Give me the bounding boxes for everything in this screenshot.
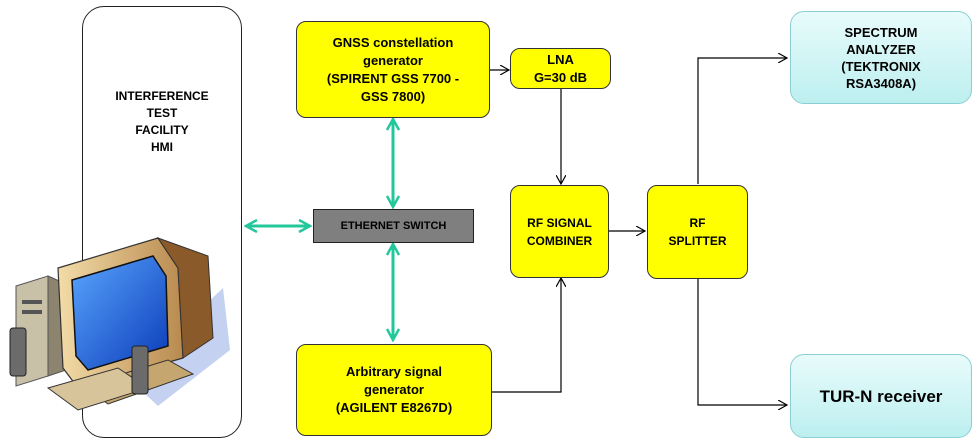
lna-label: LNA G=30 dB bbox=[534, 51, 587, 87]
rf-combiner-label: RF SIGNAL COMBINER bbox=[527, 214, 592, 250]
rf-combiner-block: RF SIGNAL COMBINER bbox=[510, 185, 609, 278]
ethernet-switch-block: ETHERNET SWITCH bbox=[313, 209, 474, 243]
spectrum-analyzer-label: SPECTRUM ANALYZER (TEKTRONIX RSA3408A) bbox=[841, 24, 920, 92]
receiver-label: TUR-N receiver bbox=[820, 388, 943, 405]
spectrum-analyzer-block: SPECTRUM ANALYZER (TEKTRONIX RSA3408A) bbox=[790, 11, 972, 104]
arbitrary-generator-label: Arbitrary signal generator (AGILENT E826… bbox=[336, 363, 452, 417]
receiver-block: TUR-N receiver bbox=[790, 354, 972, 438]
rf-splitter-label: RF SPLITTER bbox=[668, 214, 726, 250]
ethernet-switch-label: ETHERNET SWITCH bbox=[341, 220, 447, 232]
rf-link-splitter-receiver bbox=[698, 279, 787, 405]
arbitrary-generator-block: Arbitrary signal generator (AGILENT E826… bbox=[296, 344, 492, 436]
rf-link-arbitrary-combiner bbox=[492, 278, 561, 392]
lna-block: LNA G=30 dB bbox=[510, 48, 611, 89]
rf-link-splitter-analyzer bbox=[698, 58, 787, 184]
gnss-generator-label: GNSS constellation generator (SPIRENT GS… bbox=[327, 34, 459, 106]
rf-splitter-block: RF SPLITTER bbox=[647, 185, 748, 279]
gnss-generator-block: GNSS constellation generator (SPIRENT GS… bbox=[296, 21, 490, 118]
